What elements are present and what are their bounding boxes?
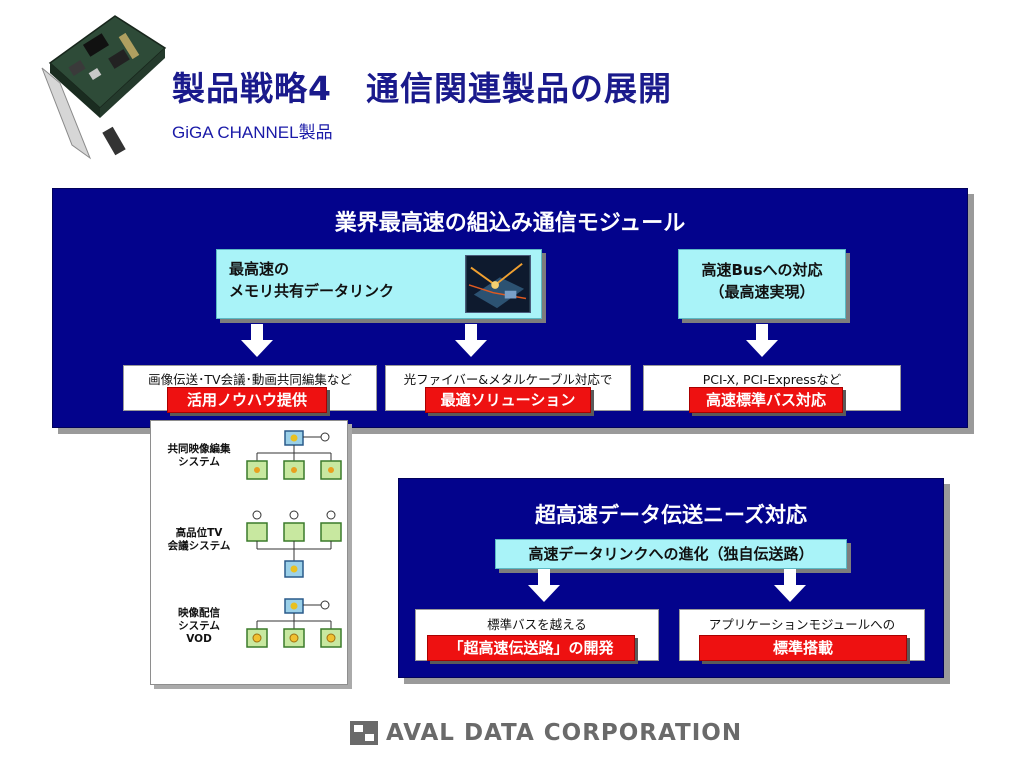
highlight-standard-mount: 標準搭載 [699,635,907,661]
down-arrow-icon [528,569,560,602]
circuit-board-image [41,15,167,160]
system-label-vod: 映像配信 システム VOD [155,607,243,646]
system-label-co-edit: 共同映像編集 システム [155,443,243,469]
bus-support-box: 高速Busへの対応 （最高速実現） [678,249,846,319]
bottom-panel-title: 超高速データ伝送ニーズ対応 [535,503,807,527]
system-label-line: 会議システム [167,540,231,552]
top-panel: 業界最高速の組込み通信モジュール 最高速の メモリ共有データリンク 高速Busへ… [52,188,968,428]
down-arrow-icon [746,324,778,357]
bus-support-line2: （最高速実現） [709,283,815,301]
memory-link-line2: メモリ共有データリンク [229,282,395,300]
system-examples-panel: 共同映像編集 システム 高品位TV 会議システム 映像配信 システム VOD [150,420,348,685]
company-logo-mark [350,721,378,745]
highlight-high-speed-path: 「超高速伝送路」の開発 [427,635,635,661]
system-label-tv-conference: 高品位TV 会議システム [155,527,243,553]
data-link-box: 高速データリンクへの進化（独自伝送路） [495,539,847,569]
outcome-label: PCI-X, PCI-Expressなど [702,372,842,387]
bus-support-line1: 高速Busへの対応 [701,261,823,279]
down-arrow-icon [774,569,806,602]
system-label-line: システム [178,456,220,468]
outcome-label: 画像伝送･TV会議･動画共同編集など [148,372,352,387]
page-title: 製品戦略4 通信関連製品の展開 [172,69,672,108]
system-label-line: 高品位TV [175,527,223,539]
system-diagram-icon [246,510,342,578]
memory-link-box: 最高速の メモリ共有データリンク [216,249,542,319]
system-diagram-icon [246,598,342,648]
system-label-line: VOD [186,633,212,645]
company-logo-text: AVAL DATA CORPORATION [386,720,743,746]
outcome-label: アプリケーションモジュールへの [708,617,896,632]
company-logo: AVAL DATA CORPORATION [350,718,742,748]
top-panel-title: 業界最高速の組込み通信モジュール [334,211,686,236]
system-label-line: 共同映像編集 [167,443,231,455]
down-arrow-icon [455,324,487,357]
highlight-know-how: 活用ノウハウ提供 [167,387,327,413]
bottom-panel: 超高速データ伝送ニーズ対応 高速データリンクへの進化（独自伝送路） 標準バスを越… [398,478,944,678]
outcome-label: 標準バスを越える [487,617,587,632]
memory-link-line1: 最高速の [229,260,290,278]
system-label-line: システム [178,620,220,632]
outcome-label: 光ファイバー&メタルケーブル対応で [403,372,613,387]
network-photo-thumbnail [465,255,531,313]
system-label-line: 映像配信 [178,607,220,619]
highlight-solution: 最適ソリューション [425,387,591,413]
system-diagram-icon [246,430,342,480]
highlight-standard-bus: 高速標準バス対応 [689,387,843,413]
page-subtitle: GiGA CHANNEL製品 [172,123,333,142]
down-arrow-icon [241,324,273,357]
